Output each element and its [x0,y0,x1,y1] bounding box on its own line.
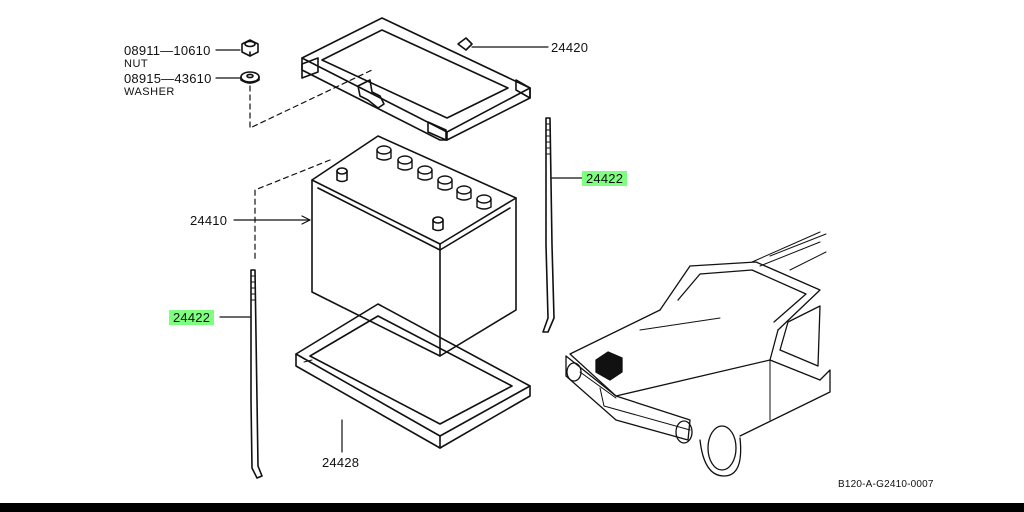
washer-label: WASHER [124,86,175,98]
washer-illustration [240,71,260,84]
nut-illustration [241,39,259,57]
battery-illustration [311,135,517,357]
left-rod-part-number: 24422 [169,310,215,325]
left-rod-illustration [250,269,263,479]
washer-part-number: 08915—43610 [124,71,212,86]
hold-down-frame-illustration [301,17,531,141]
tray-part-number: 24428 [322,455,360,470]
nut-label: NUT [124,58,149,70]
car-illustration [565,231,831,477]
tray-illustration [295,303,531,449]
battery-part-number: 24410 [190,213,228,228]
nut-part-number: 08911—10610 [124,43,211,58]
right-rod-part-number: 24422 [582,171,628,186]
bottom-border [0,503,1024,512]
right-rod-illustration [542,117,555,333]
hold-down-frame-part-number: 24420 [551,40,589,55]
diagram-code: B120-A-G2410-0007 [838,479,934,490]
